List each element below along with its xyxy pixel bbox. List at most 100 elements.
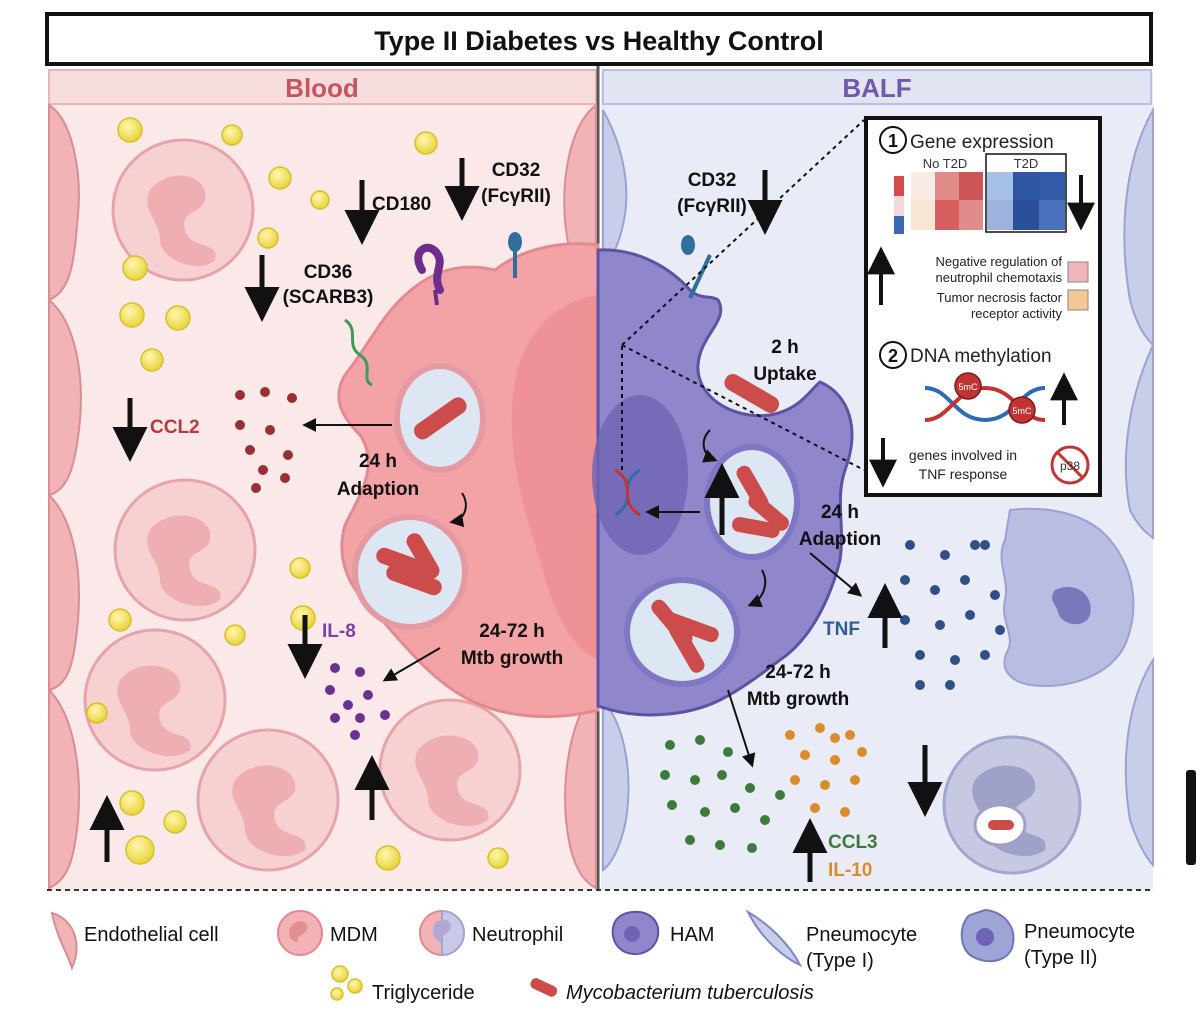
dna-methylation-title: DNA methylation — [910, 346, 1052, 367]
legend-neutrophil-icon — [419, 909, 465, 957]
methyl-mark-1: 5mC — [954, 372, 982, 400]
legend-mtb-icon — [530, 978, 558, 997]
tnf-genes-line1: genes involved in — [909, 447, 1017, 463]
balf-panel-title: BALF — [842, 73, 911, 103]
endothelial-wall-left — [48, 103, 82, 890]
legend-endothelial-label: Endothelial cell — [84, 924, 219, 946]
term2-line2: receptor activity — [971, 306, 1063, 321]
fcgrii-blood-label: (FcγRII) — [481, 186, 551, 207]
neutrophil-cell — [196, 728, 340, 872]
heatmap-no-t2d-label: No T2D — [923, 156, 968, 171]
figure-title: Type II Diabetes vs Healthy Control — [374, 26, 824, 56]
legend-neutrophil-label: Neutrophil — [472, 924, 563, 946]
inset-connector-top — [621, 119, 865, 346]
title-box: Type II Diabetes vs Healthy Control — [45, 12, 1153, 66]
uptake-label: Uptake — [753, 364, 816, 385]
il10-cytokine-dots — [785, 723, 867, 817]
tnf-cytokine-dots — [900, 540, 1005, 690]
pneumocyte-wall — [602, 106, 1154, 872]
inset-box: 1 Gene expression No T2D T2D Negati — [864, 116, 1102, 497]
adaption-time-blood: 24 h — [359, 451, 397, 472]
growth-time-blood: 24-72 h — [479, 621, 544, 642]
cd180-receptor — [414, 243, 444, 306]
cd36-receptor — [344, 318, 373, 387]
dna-helix-balf — [614, 468, 641, 517]
legend-endothelial-icon — [50, 911, 78, 971]
blood-arrows — [89, 158, 480, 862]
term1-swatch — [1067, 261, 1089, 283]
balf-arrows — [704, 170, 943, 882]
cd32-balf-label: CD32 — [688, 170, 737, 191]
legend-ham-icon — [611, 910, 660, 955]
term1-line1: Negative regulation of — [936, 254, 1063, 269]
methyl-mark-2: 5mC — [1008, 396, 1036, 424]
legend-triglyceride-label: Triglyceride — [372, 982, 475, 1004]
svg-text:p38: p38 — [1060, 459, 1080, 473]
scarb3-label: (SCARB3) — [283, 287, 374, 308]
dna-number-badge — [879, 341, 907, 369]
il10-label: IL-10 — [828, 860, 872, 881]
term2-line1: Tumor necrosis factor — [937, 290, 1063, 305]
legend-pneumocyte-type2-icon — [960, 908, 1015, 963]
growth-time-balf: 24-72 h — [765, 662, 830, 683]
legend-triglyceride-icon — [330, 965, 363, 1001]
ccl2-label: CCL2 — [150, 417, 200, 438]
tnf-genes-line2: TNF response — [919, 466, 1008, 482]
heatmap-color-scale — [894, 176, 904, 234]
scrollbar-thumb[interactable] — [1186, 770, 1196, 865]
pneumocyte-type2-cell — [1000, 507, 1135, 687]
adaption-label-balf: Adaption — [799, 529, 881, 550]
neutrophil-cell — [113, 478, 257, 622]
legend-mdm-icon — [277, 910, 323, 956]
legend: Endothelial cell MDM Neutrophil HAM Pneu… — [50, 908, 1135, 1004]
term1-line2: neutrophil chemotaxis — [936, 270, 1063, 285]
gene-number-badge — [879, 126, 907, 154]
legend-ham-label: HAM — [670, 924, 714, 946]
blood-process-arrows — [302, 418, 467, 682]
il8-chemokine-dots — [325, 663, 390, 740]
legend-pneumocyte-type1-icon — [745, 909, 803, 968]
blood-panel-title: Blood — [285, 73, 359, 103]
adaption-time-balf: 24 h — [821, 502, 859, 523]
p38-inhibited-icon: p38 — [1050, 445, 1090, 485]
neutrophil-cell — [111, 138, 255, 282]
inset-connector-bottom — [621, 344, 865, 471]
growth-label-blood: Mtb growth — [461, 648, 563, 669]
neutrophil-cell — [378, 698, 522, 842]
neutrophil-cell — [83, 628, 227, 772]
legend-mtb-label: Mycobacterium tuberculosis — [566, 982, 814, 1004]
growth-label-balf: Mtb growth — [747, 689, 849, 710]
il8-label: IL-8 — [322, 621, 356, 642]
cd32-blood-label: CD32 — [492, 160, 541, 181]
tnf-label: TNF — [823, 619, 860, 640]
phagosome-growth-blood — [352, 514, 468, 630]
heatmap — [911, 153, 1067, 233]
fcgrii-balf-label: (FcγRII) — [677, 196, 747, 217]
uptake-time-label: 2 h — [771, 337, 798, 358]
svg-text:5mC: 5mC — [1012, 406, 1032, 416]
phagosome-growth-balf — [624, 577, 740, 687]
cd32-receptor-blood — [508, 232, 522, 278]
uptake-bacterium — [724, 374, 780, 413]
heatmap-t2d-label: T2D — [1014, 156, 1039, 171]
ccl2-chemokine-dots — [235, 387, 297, 493]
cd32-receptor-balf — [681, 235, 712, 299]
neutrophil-cells-blood — [83, 138, 522, 872]
ccl3-label: CCL3 — [828, 832, 878, 853]
adaption-label-blood: Adaption — [337, 479, 419, 500]
gene-expression-title: Gene expression — [910, 132, 1054, 153]
balf-process-arrows — [645, 429, 863, 768]
phagosome-adaption-blood — [394, 363, 486, 473]
legend-pneumo1-line2: (Type I) — [806, 950, 874, 972]
neutrophil-cell-balf — [942, 735, 1082, 875]
legend-mdm-label: MDM — [330, 924, 378, 946]
cd36-label: CD36 — [304, 262, 353, 283]
legend-pneumo2-line1: Pneumocyte — [1024, 921, 1135, 943]
legend-pneumo1-line1: Pneumocyte — [806, 924, 917, 946]
cd180-label: CD180 — [372, 194, 431, 215]
gene-number: 1 — [888, 131, 898, 151]
svg-text:5mC: 5mC — [958, 382, 978, 392]
term2-swatch — [1067, 289, 1089, 311]
